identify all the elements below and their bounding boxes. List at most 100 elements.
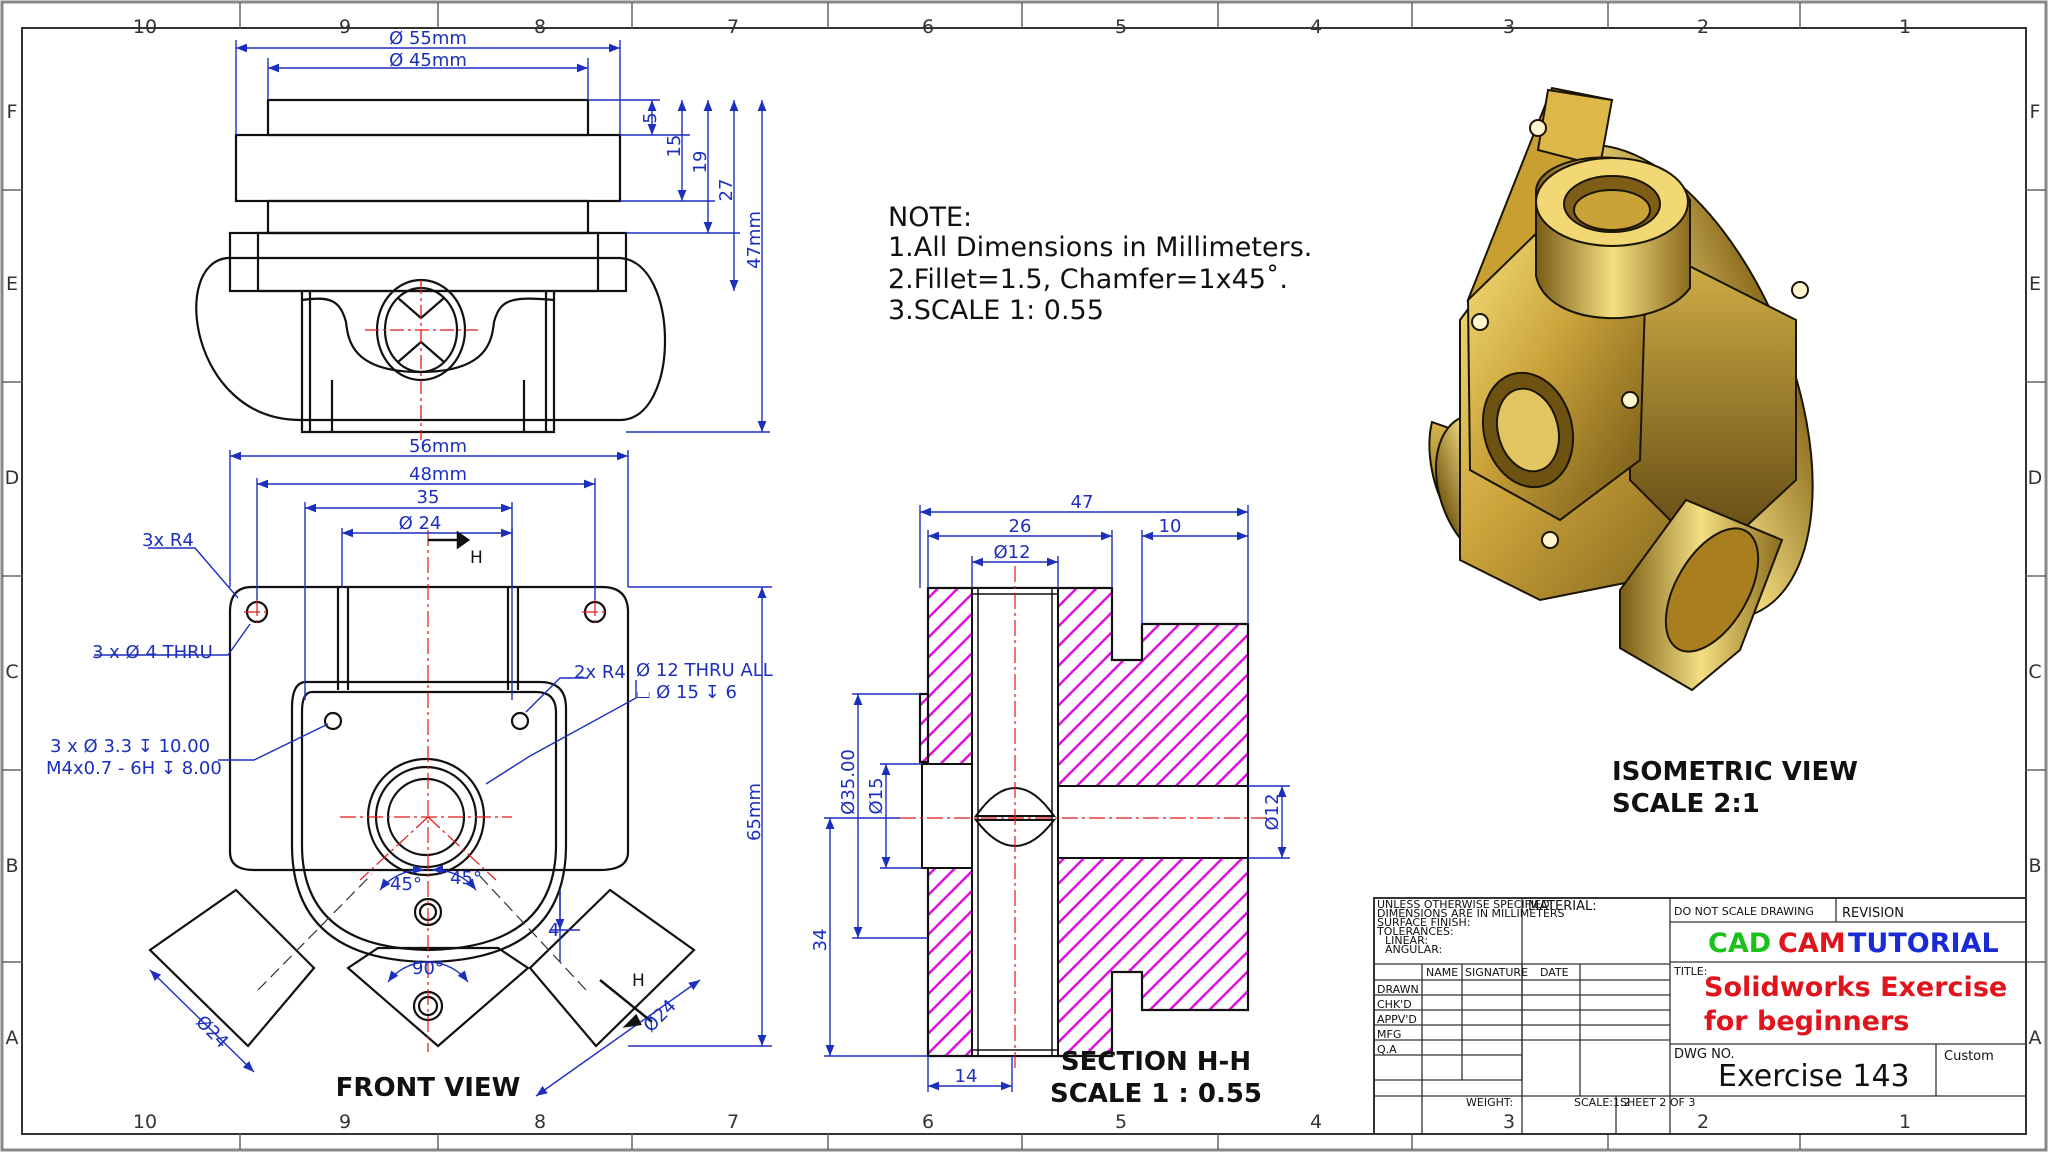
zone-right-D: D: [2028, 467, 2043, 489]
iso-view-scale: SCALE 2:1: [1612, 789, 1760, 819]
dim-d55: Ø 55mm: [389, 28, 467, 49]
tb-spec-5: LINEAR:: [1385, 934, 1428, 947]
tb-header-signature: SIGNATURE: [1465, 966, 1528, 979]
zone-labels-right: F E D C B A: [2028, 101, 2043, 1049]
dim-a90: 90°: [412, 958, 444, 979]
dim-h65: 65mm: [744, 783, 765, 841]
zone-right-E: E: [2029, 273, 2041, 295]
zone-bottom-5: 5: [1115, 1111, 1127, 1133]
front-view-label: FRONT VIEW: [336, 1073, 521, 1103]
section-view-label: SECTION H-H: [1061, 1047, 1251, 1077]
zone-left-A: A: [6, 1027, 19, 1049]
tb-weight: WEIGHT:: [1466, 1096, 1513, 1109]
tb-title-label: TITLE:: [1673, 965, 1707, 978]
zone-bottom-2: 2: [1697, 1111, 1709, 1133]
zone-top-10: 10: [133, 16, 157, 38]
dim-3x-r4: 3x R4: [142, 530, 194, 551]
zone-top-5: 5: [1115, 16, 1127, 38]
section-view-scale: SCALE 1 : 0.55: [1050, 1079, 1262, 1109]
notes-block: NOTE: 1.All Dimensions in Millimeters. 2…: [888, 202, 1312, 326]
dim-cbore-1: Ø 12 THRU ALL: [636, 660, 773, 681]
notes-line-1: 1.All Dimensions in Millimeters.: [888, 232, 1312, 263]
dim-d24-right: Ø24: [640, 996, 681, 1037]
dim-d24-left: Ø24: [191, 1012, 232, 1053]
dim-h47: 47mm: [744, 211, 765, 269]
zone-top-2: 2: [1697, 16, 1709, 38]
dim-cbore-2: ⌴ Ø 15 ↧ 6: [636, 682, 737, 703]
section-marker-top: H: [470, 548, 483, 568]
zone-top-9: 9: [339, 16, 351, 38]
sec-dim-w10: 10: [1159, 516, 1182, 537]
dim-h15: 15: [664, 135, 685, 158]
tb-spec-2: DIMENSIONS ARE IN MILLIMETERS: [1377, 907, 1565, 920]
zone-top-4: 4: [1310, 16, 1322, 38]
zone-top-3: 3: [1503, 16, 1515, 38]
zone-left-B: B: [5, 855, 18, 877]
sec-dim-w47: 47: [1071, 492, 1094, 513]
zone-bottom-7: 7: [727, 1111, 739, 1133]
sec-dim-d12-right: Ø12: [1262, 793, 1283, 830]
dim-d45: Ø 45mm: [389, 50, 467, 71]
zone-bottom-6: 6: [922, 1111, 934, 1133]
zone-right-B: B: [2028, 855, 2041, 877]
zone-left-C: C: [5, 661, 18, 683]
tb-header-date: DATE: [1540, 966, 1569, 979]
iso-view-label: ISOMETRIC VIEW: [1612, 757, 1858, 787]
dim-w48: 48mm: [409, 464, 467, 485]
dim-h27: 27: [716, 179, 737, 202]
zone-left-F: F: [7, 101, 18, 123]
notes-line-2: 2.Fillet=1.5, Chamfer=1x45˚.: [888, 264, 1288, 295]
zone-right-A: A: [2029, 1027, 2042, 1049]
tb-title-line-2: for beginners: [1704, 1006, 1909, 1037]
dim-a45-right: 45°: [450, 868, 482, 889]
zone-bottom-9: 9: [339, 1111, 351, 1133]
tb-row-qa: Q.A: [1377, 1043, 1397, 1056]
tb-dwg-no: Exercise 143: [1718, 1059, 1910, 1094]
zone-top-7: 7: [727, 16, 739, 38]
zone-right-F: F: [2030, 101, 2041, 123]
sec-dim-w14: 14: [955, 1066, 978, 1087]
sec-dim-h34: 34: [810, 929, 831, 952]
notes-title: NOTE:: [888, 202, 972, 233]
tb-sheet: SHEET 2 OF 3: [1620, 1096, 1695, 1109]
dim-tap-2: M4x0.7 - 6H ↧ 8.00: [46, 758, 222, 779]
tb-row-drawn: DRAWN: [1377, 983, 1419, 996]
dim-a45-left: 45°: [390, 874, 422, 895]
dim-w56: 56mm: [409, 436, 467, 457]
tb-scale: SCALE:1:2: [1574, 1096, 1631, 1109]
tb-revision: REVISION: [1842, 906, 1904, 921]
tb-do-not-scale: DO NOT SCALE DRAWING: [1674, 905, 1814, 918]
zone-bottom-1: 1: [1899, 1111, 1911, 1133]
zone-left-E: E: [6, 273, 18, 295]
sec-dim-d15: Ø15: [866, 777, 887, 814]
zone-bottom-4: 4: [1310, 1111, 1322, 1133]
top-view: Ø 55mm Ø 45mm 5 15 19 27 47mm: [195, 28, 770, 440]
tb-title-line-1: Solidworks Exercise: [1704, 972, 2007, 1003]
zone-top-1: 1: [1899, 16, 1911, 38]
sec-dim-d35: Ø35.00: [838, 749, 859, 815]
tb-spec-3: SURFACE FINISH:: [1377, 916, 1470, 929]
tb-row-appvd: APPV'D: [1377, 1013, 1417, 1026]
zone-bottom-8: 8: [534, 1111, 546, 1133]
dim-h5: 5: [640, 112, 661, 123]
tb-material: MATERIAL:: [1528, 899, 1597, 914]
zone-bottom-3: 3: [1503, 1111, 1515, 1133]
zone-labels-top: 10 9 8 7 6 5 4 3 2 1: [133, 16, 1911, 38]
dim-h19: 19: [690, 151, 711, 174]
tb-header-name: NAME: [1426, 966, 1458, 979]
tb-spec-1: UNLESS OTHERWISE SPECIFIED:: [1377, 898, 1553, 911]
front-view: 56mm 48mm 35 Ø 24 H 3x R4 3 x Ø 4 THRU 2…: [46, 436, 773, 1103]
notes-line-3: 3.SCALE 1: 0.55: [888, 295, 1104, 326]
dim-3x-thru: 3 x Ø 4 THRU: [92, 642, 213, 663]
tb-dwg-no-label: DWG NO.: [1674, 1047, 1735, 1062]
tb-brand-cad: CAD: [1708, 928, 1771, 959]
sec-dim-w26: 26: [1009, 516, 1032, 537]
tb-row-chkd: CHK'D: [1377, 998, 1412, 1011]
section-view: 47 26 10 Ø12 Ø35.00 Ø15 Ø12 34 14 SECTIO…: [810, 492, 1290, 1109]
tb-brand-tutorial: TUTORIAL: [1848, 928, 1999, 959]
zone-right-C: C: [2028, 661, 2041, 683]
tb-row-mfg: MFG: [1377, 1028, 1401, 1041]
zone-top-8: 8: [534, 16, 546, 38]
